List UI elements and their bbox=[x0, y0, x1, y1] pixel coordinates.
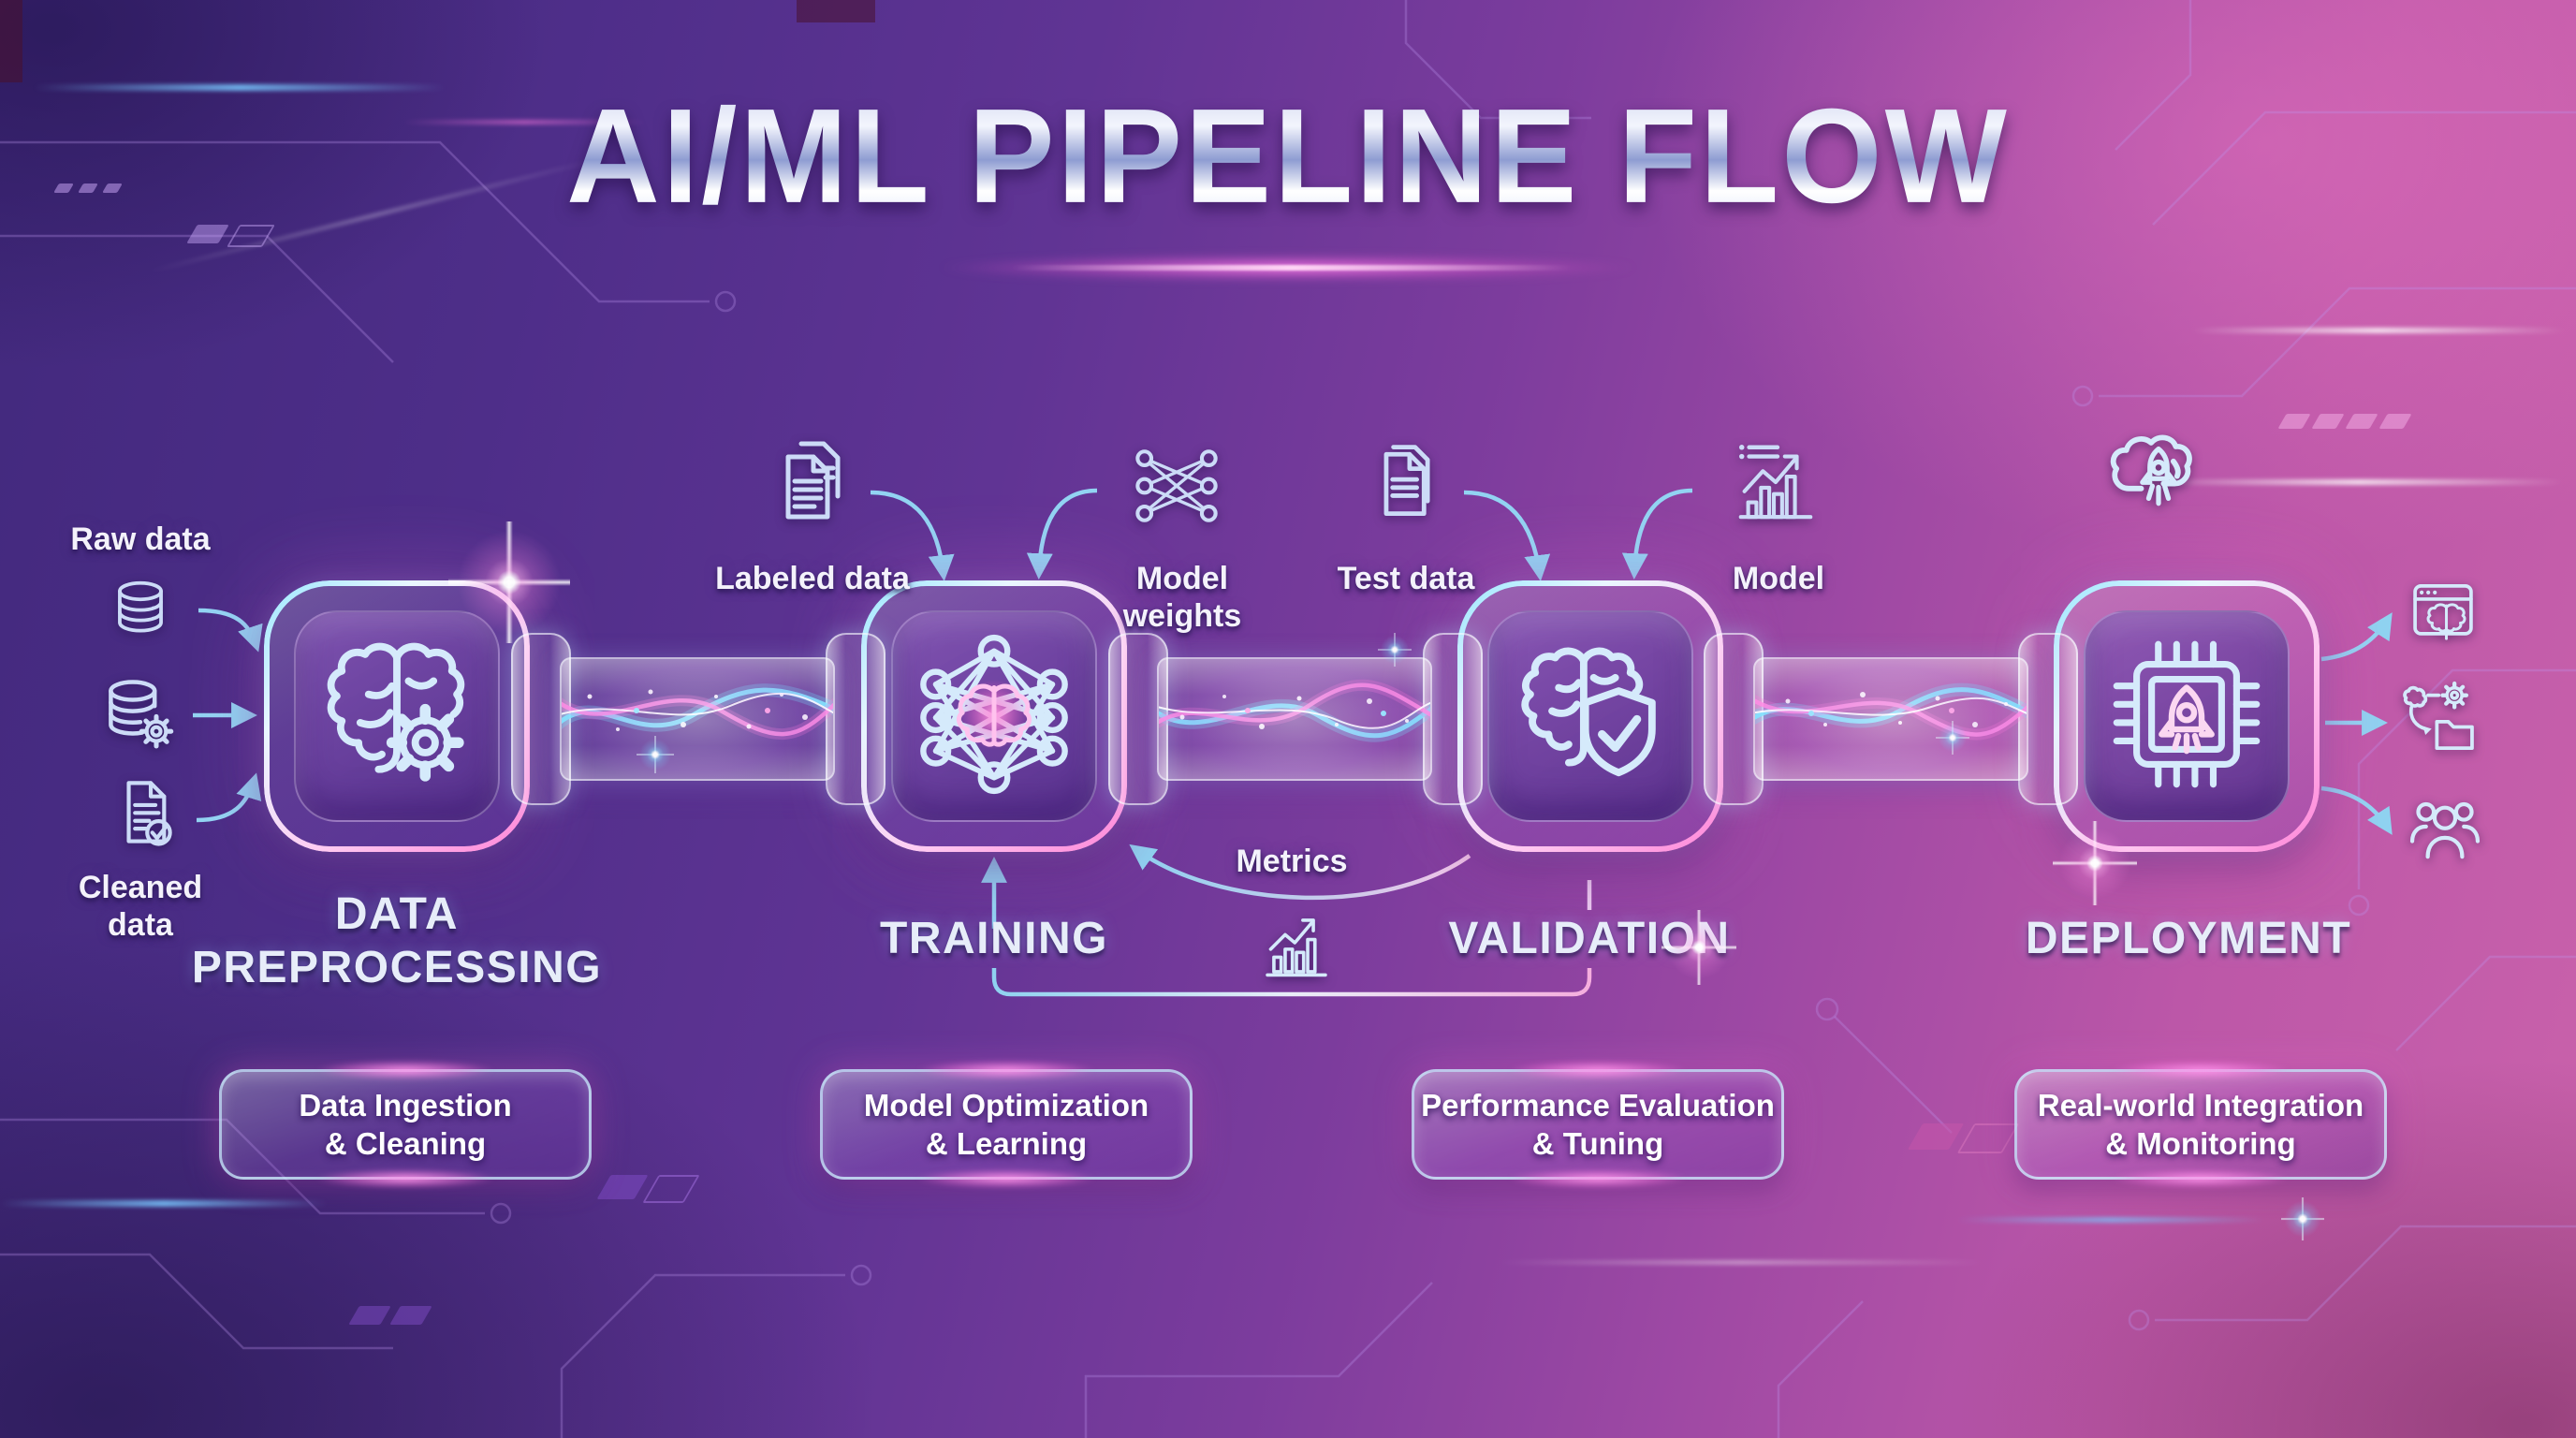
stage-node-plate bbox=[891, 610, 1097, 822]
brain-shield-icon bbox=[1507, 631, 1674, 802]
stage-label-deployment: DEPLOYMENT bbox=[2025, 914, 2352, 963]
chip-rocket-icon bbox=[2103, 631, 2270, 802]
raw-data-label: Raw data bbox=[70, 521, 211, 557]
stage-node-preprocessing bbox=[270, 586, 524, 846]
bar-chart-icon bbox=[1256, 902, 1337, 983]
light-streak bbox=[1956, 1217, 2265, 1223]
pill-text: Performance Evaluation bbox=[1421, 1088, 1775, 1123]
stage-node-plate bbox=[2084, 610, 2290, 822]
document-check-icon bbox=[107, 773, 185, 856]
stage-label-validation: VALIDATION bbox=[1448, 914, 1731, 963]
pipe-flange bbox=[1423, 633, 1483, 805]
light-streak bbox=[2153, 479, 2565, 485]
pill-model-optimization: Model Optimization & Learning bbox=[820, 1069, 1193, 1180]
documents-icon bbox=[766, 433, 859, 534]
data-pipe bbox=[1753, 657, 2028, 781]
pill-text: Model Optimization bbox=[863, 1088, 1149, 1123]
cloud-rocket-icon bbox=[2097, 410, 2220, 537]
test-data-label: Test data bbox=[1337, 561, 1475, 596]
light-streak bbox=[1498, 1260, 1984, 1265]
neural-network-icon bbox=[911, 631, 1077, 802]
stage-node-validation bbox=[1463, 586, 1718, 846]
data-pipe bbox=[1157, 657, 1432, 781]
edge-mark bbox=[0, 0, 22, 82]
database-gear-icon bbox=[97, 674, 182, 758]
labeled-data-label: Labeled data bbox=[715, 561, 910, 596]
pill-data-ingestion: Data Ingestion & Cleaning bbox=[219, 1069, 592, 1180]
cleaned-data-label: Cleaned data bbox=[78, 870, 203, 943]
stage-node-plate bbox=[1487, 610, 1693, 822]
database-icon bbox=[105, 573, 176, 648]
pill-text: Real-world Integration bbox=[2037, 1088, 2364, 1123]
stage-label-training: TRAINING bbox=[880, 914, 1108, 963]
pipe-flange bbox=[826, 633, 886, 805]
page-title: AI/ML PIPELINE FLOW bbox=[0, 80, 2576, 234]
document-icon bbox=[1363, 434, 1453, 532]
model-weights-label: Model weights bbox=[1122, 561, 1242, 634]
stage-node-training bbox=[867, 586, 1121, 846]
metrics-label: Metrics bbox=[1236, 844, 1348, 879]
users-icon bbox=[2402, 783, 2488, 869]
pill-text: & Cleaning bbox=[324, 1126, 487, 1161]
pill-text: & Monitoring bbox=[2105, 1126, 2296, 1161]
light-streak bbox=[2190, 328, 2565, 333]
stage-node-deployment bbox=[2059, 586, 2314, 846]
pill-text: & Tuning bbox=[1531, 1126, 1664, 1161]
pill-realworld-integration: Real-world Integration & Monitoring bbox=[2014, 1069, 2387, 1180]
pill-text: Data Ingestion bbox=[299, 1088, 512, 1123]
light-streak bbox=[402, 120, 646, 125]
stage-node-plate bbox=[294, 610, 500, 822]
model-label: Model bbox=[1732, 561, 1825, 596]
edge-mark bbox=[797, 0, 875, 22]
network-weights-icon bbox=[1131, 440, 1222, 532]
light-streak bbox=[0, 1200, 328, 1207]
stage-label-preprocessing: DATA PREPROCESSING bbox=[191, 889, 603, 992]
title-glow-core bbox=[1011, 265, 1573, 271]
data-pipe bbox=[560, 657, 835, 781]
browser-brain-icon bbox=[2402, 571, 2484, 653]
pill-text: & Learning bbox=[925, 1126, 1088, 1161]
brain-gears-icon bbox=[314, 631, 480, 802]
light-streak bbox=[34, 84, 446, 91]
model-metrics-icon bbox=[1730, 436, 1822, 528]
pipeline-workflow-icon bbox=[2398, 676, 2486, 764]
pill-performance-evaluation: Performance Evaluation & Tuning bbox=[1412, 1069, 1784, 1180]
